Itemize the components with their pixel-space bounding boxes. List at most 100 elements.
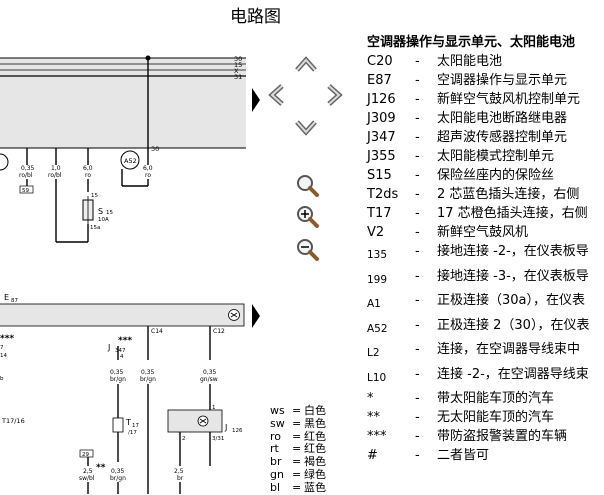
wire-gauge-4: 6,0 bbox=[143, 165, 153, 172]
legend-text: 无太阳能车顶的汽车 bbox=[437, 410, 555, 425]
legend-text: 太阳能电池断路继电器 bbox=[437, 111, 568, 126]
zoom-out-icon[interactable] bbox=[295, 173, 321, 199]
color-eq: = bbox=[292, 429, 302, 443]
legend-code: L2 bbox=[367, 347, 380, 359]
legend-item: **-无太阳能车顶的汽车 bbox=[367, 408, 604, 427]
svg-text:S: S bbox=[98, 207, 103, 216]
wire-mid-gauge-1: 0,35 bbox=[110, 369, 124, 376]
legend-dash: - bbox=[415, 429, 420, 444]
page-arrow-icon bbox=[252, 88, 260, 112]
color-eq: = bbox=[292, 442, 302, 456]
wire-color-4: ro bbox=[145, 172, 151, 179]
color-code: sw bbox=[270, 416, 285, 430]
bus-label-31: 31 bbox=[234, 73, 242, 81]
right-arrow-icon[interactable] bbox=[324, 83, 344, 107]
color-key-item: bl=蓝色 bbox=[270, 480, 326, 495]
legend-code: J126 bbox=[367, 92, 396, 107]
wire-bottom-color-3: br bbox=[177, 475, 184, 482]
color-code: ro bbox=[270, 429, 282, 443]
svg-text:126: 126 bbox=[232, 428, 243, 434]
svg-text:2: 2 bbox=[182, 436, 186, 442]
legend-text: 太阳能电池 bbox=[437, 54, 503, 69]
legend-text: 接地连接 -3-，在仪表板导 bbox=[437, 268, 589, 284]
color-key-item: rt=红色 bbox=[270, 443, 326, 456]
legend-dash: - bbox=[415, 130, 420, 145]
svg-text:15: 15 bbox=[91, 193, 98, 199]
legend-dash: - bbox=[415, 410, 420, 425]
legend-item: #-二者皆可 bbox=[367, 446, 604, 465]
color-key-item: gn=绿色 bbox=[270, 467, 326, 482]
legend-dash: - bbox=[415, 54, 420, 69]
legend-heading: 空调器操作与显示单元、太阳能电池 bbox=[367, 35, 576, 50]
legend-item: J347-超声波传感器控制单元 bbox=[367, 128, 604, 147]
legend-dash: - bbox=[415, 342, 420, 357]
legend-text: 正极连接（30a），在仪表 bbox=[437, 293, 586, 308]
legend-text: 超声波传感器控制单元 bbox=[437, 130, 568, 145]
svg-text:J: J bbox=[224, 423, 227, 432]
legend-code: 199 bbox=[367, 273, 388, 286]
legend-code: S15 bbox=[367, 168, 392, 183]
up-arrow-icon[interactable] bbox=[294, 55, 318, 75]
color-code: rt bbox=[270, 442, 279, 456]
wire-bottom-gauge-2: 0,35 bbox=[111, 468, 125, 475]
wire-tag-59: 59 bbox=[22, 188, 29, 194]
legend-code: T2ds bbox=[367, 187, 399, 202]
a52-label: A52 bbox=[124, 157, 137, 165]
legend-text: 连接 -2-，在空调器导线束 bbox=[437, 366, 589, 382]
legend-item: L10-连接 -2-，在空调器导线束 bbox=[367, 365, 604, 390]
legend-dash: - bbox=[415, 391, 420, 406]
legend-dash: - bbox=[415, 366, 420, 382]
left-label-14: 14 bbox=[0, 353, 7, 359]
wire-bottom-color-2: br/gn bbox=[110, 475, 126, 482]
color-eq: = bbox=[292, 480, 302, 494]
color-key-item: ro=红色 bbox=[270, 429, 326, 444]
wire-mid-gauge-2: 0,35 bbox=[141, 369, 155, 376]
color-key-item: sw=黑色 bbox=[270, 416, 326, 431]
fuse-s15: 15 S 15 10A 15a bbox=[82, 193, 113, 231]
legend-text: 17 芯橙色插头连接，右侧 bbox=[437, 206, 588, 221]
svg-text:15: 15 bbox=[106, 210, 113, 216]
legend-text: 空调器操作与显示单元 bbox=[437, 73, 568, 88]
legend-dash: - bbox=[415, 293, 420, 308]
legend-code: 135 bbox=[367, 249, 388, 261]
color-code: bl bbox=[270, 480, 281, 494]
legend-text: 正极连接 2（30），在仪表 bbox=[437, 317, 590, 333]
e87-label: E bbox=[4, 293, 9, 302]
legend-text: 带太阳能车顶的汽车 bbox=[437, 391, 555, 406]
legend-text: 接地连接 -2-，在仪表板导 bbox=[437, 244, 589, 259]
legend-code: V2 bbox=[367, 225, 385, 240]
legend-item: J126-新鲜空气鼓风机控制单元 bbox=[367, 90, 604, 109]
legend-item: E87-空调器操作与显示单元 bbox=[367, 71, 604, 90]
zoom-in-icon[interactable] bbox=[295, 204, 321, 230]
legend-item: A1-正极连接（30a），在仪表 bbox=[367, 291, 604, 316]
zoom-reset-icon[interactable] bbox=[295, 237, 321, 263]
wire-mid-gauge-3: 0,35 bbox=[203, 369, 217, 376]
legend-item: V2-新鲜空气鼓风机 bbox=[367, 223, 604, 242]
svg-text:T: T bbox=[125, 418, 131, 427]
legend-dash: - bbox=[415, 244, 420, 259]
legend-code: E87 bbox=[367, 73, 392, 88]
connector-c12: C12 bbox=[213, 328, 225, 335]
left-arrow-icon[interactable] bbox=[267, 83, 287, 107]
color-eq: = bbox=[292, 467, 302, 481]
wire-mid-color-3: gn/sw bbox=[200, 376, 218, 383]
color-code: br bbox=[270, 455, 282, 469]
legend-item: L2-连接，在空调器导线束中 bbox=[367, 340, 604, 365]
wire-gauge-1: 0,35 bbox=[21, 165, 35, 172]
legend-code: J355 bbox=[367, 149, 396, 164]
legend-dash: - bbox=[415, 149, 420, 164]
e87-fan-icon bbox=[228, 309, 240, 321]
legend-dash: - bbox=[415, 268, 420, 284]
legend-dash: - bbox=[415, 168, 420, 183]
color-key-item: ws=白色 bbox=[270, 404, 326, 418]
bus-label-x: X bbox=[234, 67, 239, 75]
wire-bottom-color-1: sw/bl bbox=[79, 475, 95, 482]
legend-code: *** bbox=[367, 429, 387, 444]
wire-color-2: ro/bl bbox=[48, 172, 62, 179]
down-arrow-icon[interactable] bbox=[294, 117, 318, 137]
legend-text: 新鲜空气鼓风机 bbox=[437, 225, 529, 240]
legend-dash: - bbox=[415, 448, 420, 463]
svg-text:10A: 10A bbox=[98, 217, 109, 223]
wire-mid-color-1: br/gn bbox=[110, 376, 126, 383]
e87-sub: 87 bbox=[11, 298, 18, 304]
